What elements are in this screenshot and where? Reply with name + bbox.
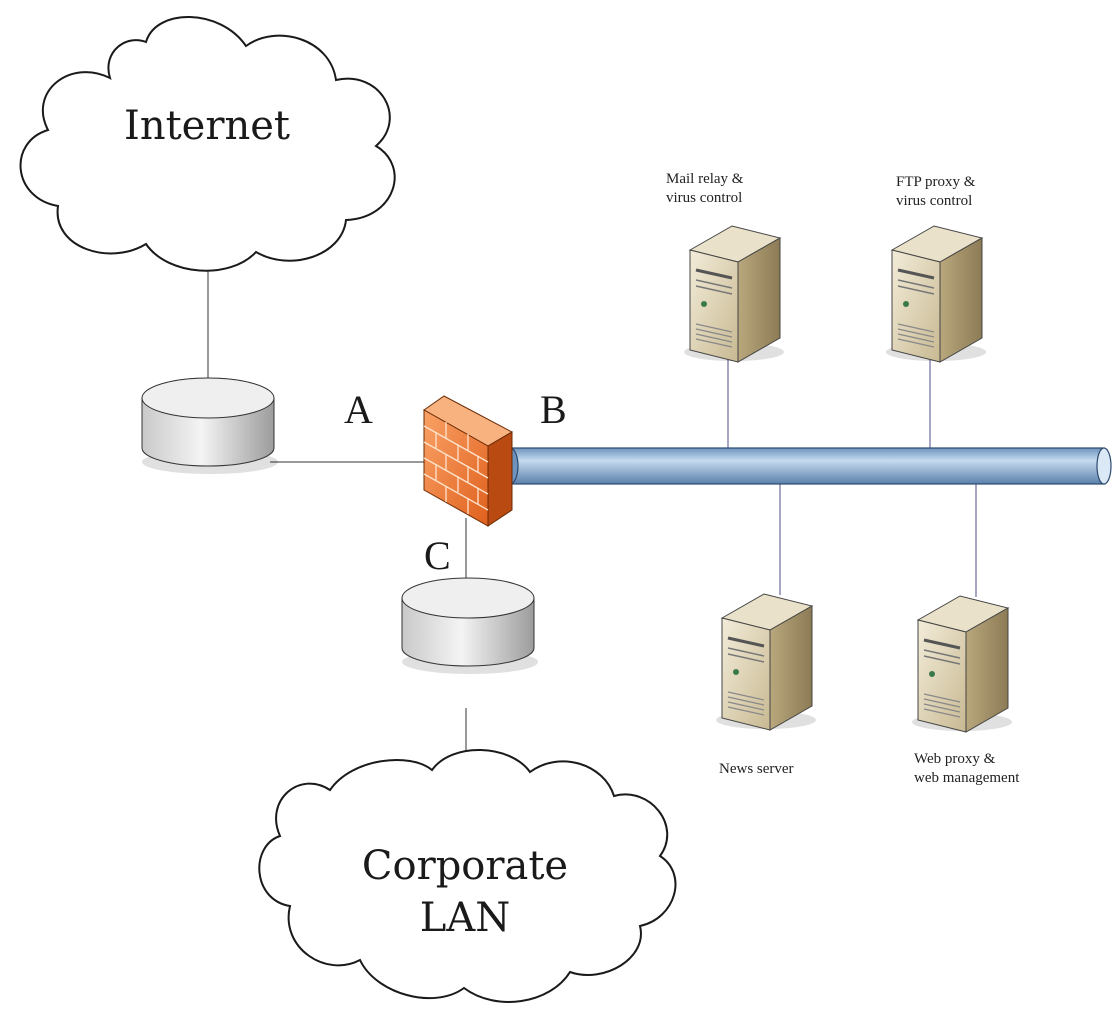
port-b-label: B [540, 387, 567, 432]
corporate-lan-cloud [258, 749, 677, 1003]
server-drop-lines [727, 352, 977, 597]
web-proxy-server-icon [910, 594, 1014, 734]
firewall-icon [423, 395, 514, 527]
internet-router-icon [141, 377, 279, 475]
ftp-proxy-server-icon [884, 224, 988, 364]
news-server-icon [714, 592, 818, 732]
news-server-label: News server [719, 761, 794, 777]
ftp-proxy-label: FTP proxy & virus control [896, 174, 976, 209]
connection-lines [207, 258, 467, 775]
mail-relay-label: Mail relay & virus control [666, 171, 744, 206]
corporate-lan-label: Corporate LAN [361, 843, 569, 941]
dmz-backbone [501, 447, 1112, 485]
port-c-label: C [424, 533, 451, 578]
web-proxy-label: Web proxy & web management [914, 751, 1020, 786]
mail-relay-server-icon [682, 224, 786, 364]
lan-router-icon [401, 577, 539, 675]
internet-label: Internet [124, 103, 290, 149]
internet-cloud [19, 16, 396, 272]
port-a-label: A [344, 387, 373, 432]
